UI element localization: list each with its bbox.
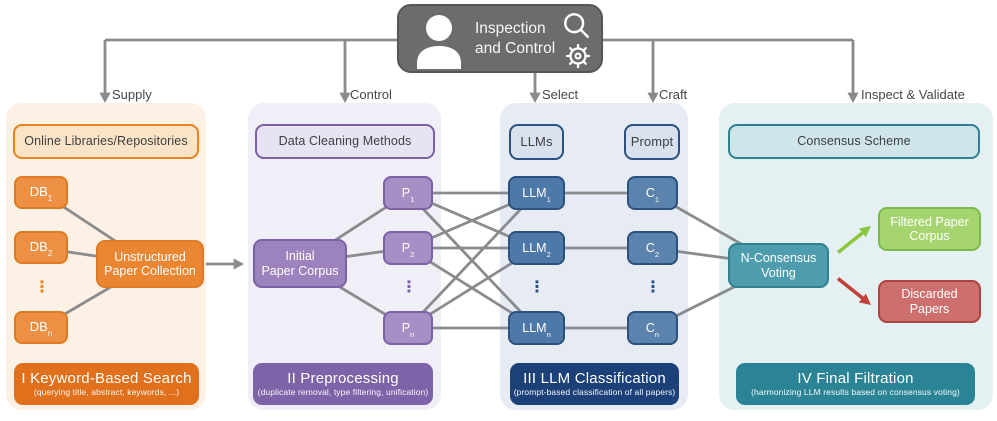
node-llm-1: LLM1 — [508, 176, 565, 210]
node-unstructured-collection: Unstructured Paper Collection — [96, 240, 204, 288]
person-icon — [417, 15, 461, 69]
node-c-1: C1 — [627, 176, 678, 210]
node-db-1: DB1 — [14, 176, 68, 209]
inspection-title-line1: Inspection — [475, 20, 546, 37]
footer-preprocessing-title: II Preprocessing — [287, 369, 399, 387]
footer-final-filtration-subtitle: (harmonizing LLM results based on consen… — [751, 387, 960, 398]
node-llm-n: LLMn — [508, 311, 565, 345]
footer-keyword-search-title: I Keyword-Based Search — [21, 369, 192, 387]
footer-preprocessing: II Preprocessing (duplicate removal, typ… — [253, 363, 433, 405]
search-icon — [564, 13, 589, 38]
footer-llm-classification: III LLM Classification (prompt-based cla… — [510, 363, 679, 405]
gear-icon — [565, 43, 591, 69]
node-db-2: DB2 — [14, 231, 68, 264]
node-n-consensus-voting: N-Consensus Voting — [728, 243, 829, 288]
header-consensus-scheme: Consensus Scheme — [728, 124, 980, 159]
header-data-cleaning: Data Cleaning Methods — [255, 124, 435, 159]
vertical-ellipsis-icon: ⋮ — [34, 277, 50, 296]
node-p-1: P1 — [383, 176, 433, 210]
flow-label-inspect-validate: Inspect & Validate — [861, 87, 965, 102]
footer-llm-classification-title: III LLM Classification — [523, 369, 666, 387]
vertical-ellipsis-icon: ⋮ — [645, 277, 661, 296]
inspection-control-box: Inspection and Control — [397, 4, 603, 73]
flow-label-control: Control — [350, 87, 392, 102]
header-prompt: Prompt — [624, 124, 680, 160]
footer-llm-classification-subtitle: (prompt-based classification of all pape… — [513, 387, 676, 398]
vertical-ellipsis-icon: ⋮ — [401, 277, 417, 296]
vertical-ellipsis-icon: ⋮ — [529, 277, 545, 296]
inspection-title-line2: and Control — [475, 40, 556, 58]
flow-label-craft: Craft — [659, 87, 688, 102]
footer-preprocessing-subtitle: (duplicate removal, type filtering, unif… — [257, 387, 429, 398]
node-c-2: C2 — [627, 231, 678, 265]
flow-label-select: Select — [542, 87, 579, 102]
footer-keyword-search: I Keyword-Based Search (querying title, … — [14, 363, 199, 405]
node-llm-2: LLM2 — [508, 231, 565, 265]
node-p-2: P2 — [383, 231, 433, 265]
footer-keyword-search-subtitle: (querying title, abstract, keywords, ...… — [33, 387, 180, 398]
footer-final-filtration-title: IV Final Filtration — [797, 369, 914, 387]
node-discarded-papers: Discarded Papers — [878, 280, 981, 323]
inspection-control-title: Inspection and Control — [475, 19, 555, 59]
node-c-n: Cn — [627, 311, 678, 345]
header-llms: LLMs — [509, 124, 564, 160]
node-p-n: Pn — [383, 311, 433, 345]
flow-label-supply: Supply — [112, 87, 152, 102]
node-initial-paper-corpus: Initial Paper Corpus — [253, 239, 347, 288]
node-filtered-paper-corpus: Filtered Paper Corpus — [878, 207, 981, 251]
header-online-libraries: Online Libraries/Repositories — [13, 124, 199, 159]
footer-final-filtration: IV Final Filtration (harmonizing LLM res… — [736, 363, 975, 405]
node-db-n: DBn — [14, 311, 68, 344]
